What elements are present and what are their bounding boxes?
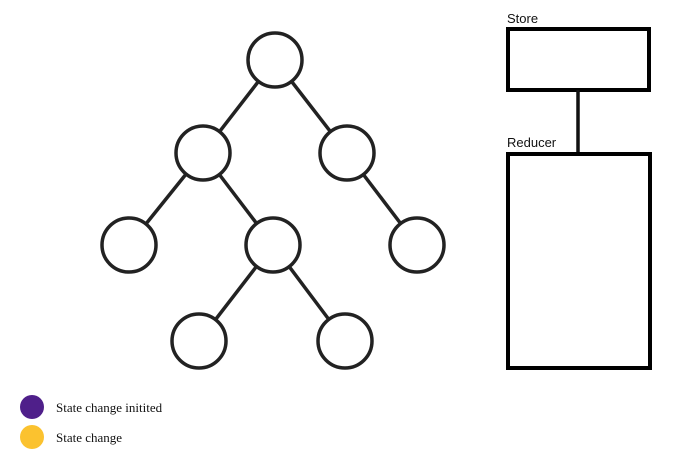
legend-label-state-change-initiated: State change initited	[56, 400, 163, 415]
tree-node-a	[174, 124, 232, 182]
store-label: Store	[507, 11, 539, 26]
tree-node-a2b	[316, 312, 374, 370]
tree-node-a2	[244, 216, 302, 274]
legend-label-state-change: State change	[56, 430, 123, 445]
reducer-label: Reducer	[507, 135, 557, 150]
tree-node-root	[246, 31, 304, 89]
tree-node-a2a	[170, 312, 228, 370]
tree-node-a1	[100, 216, 158, 274]
legend-dot-state-change-initiated	[20, 395, 44, 419]
tree-node-b	[318, 124, 376, 182]
reducer-box	[506, 152, 652, 370]
store-box	[506, 27, 651, 92]
tree-node-b1	[388, 216, 446, 274]
legend-dot-state-change	[20, 425, 44, 449]
